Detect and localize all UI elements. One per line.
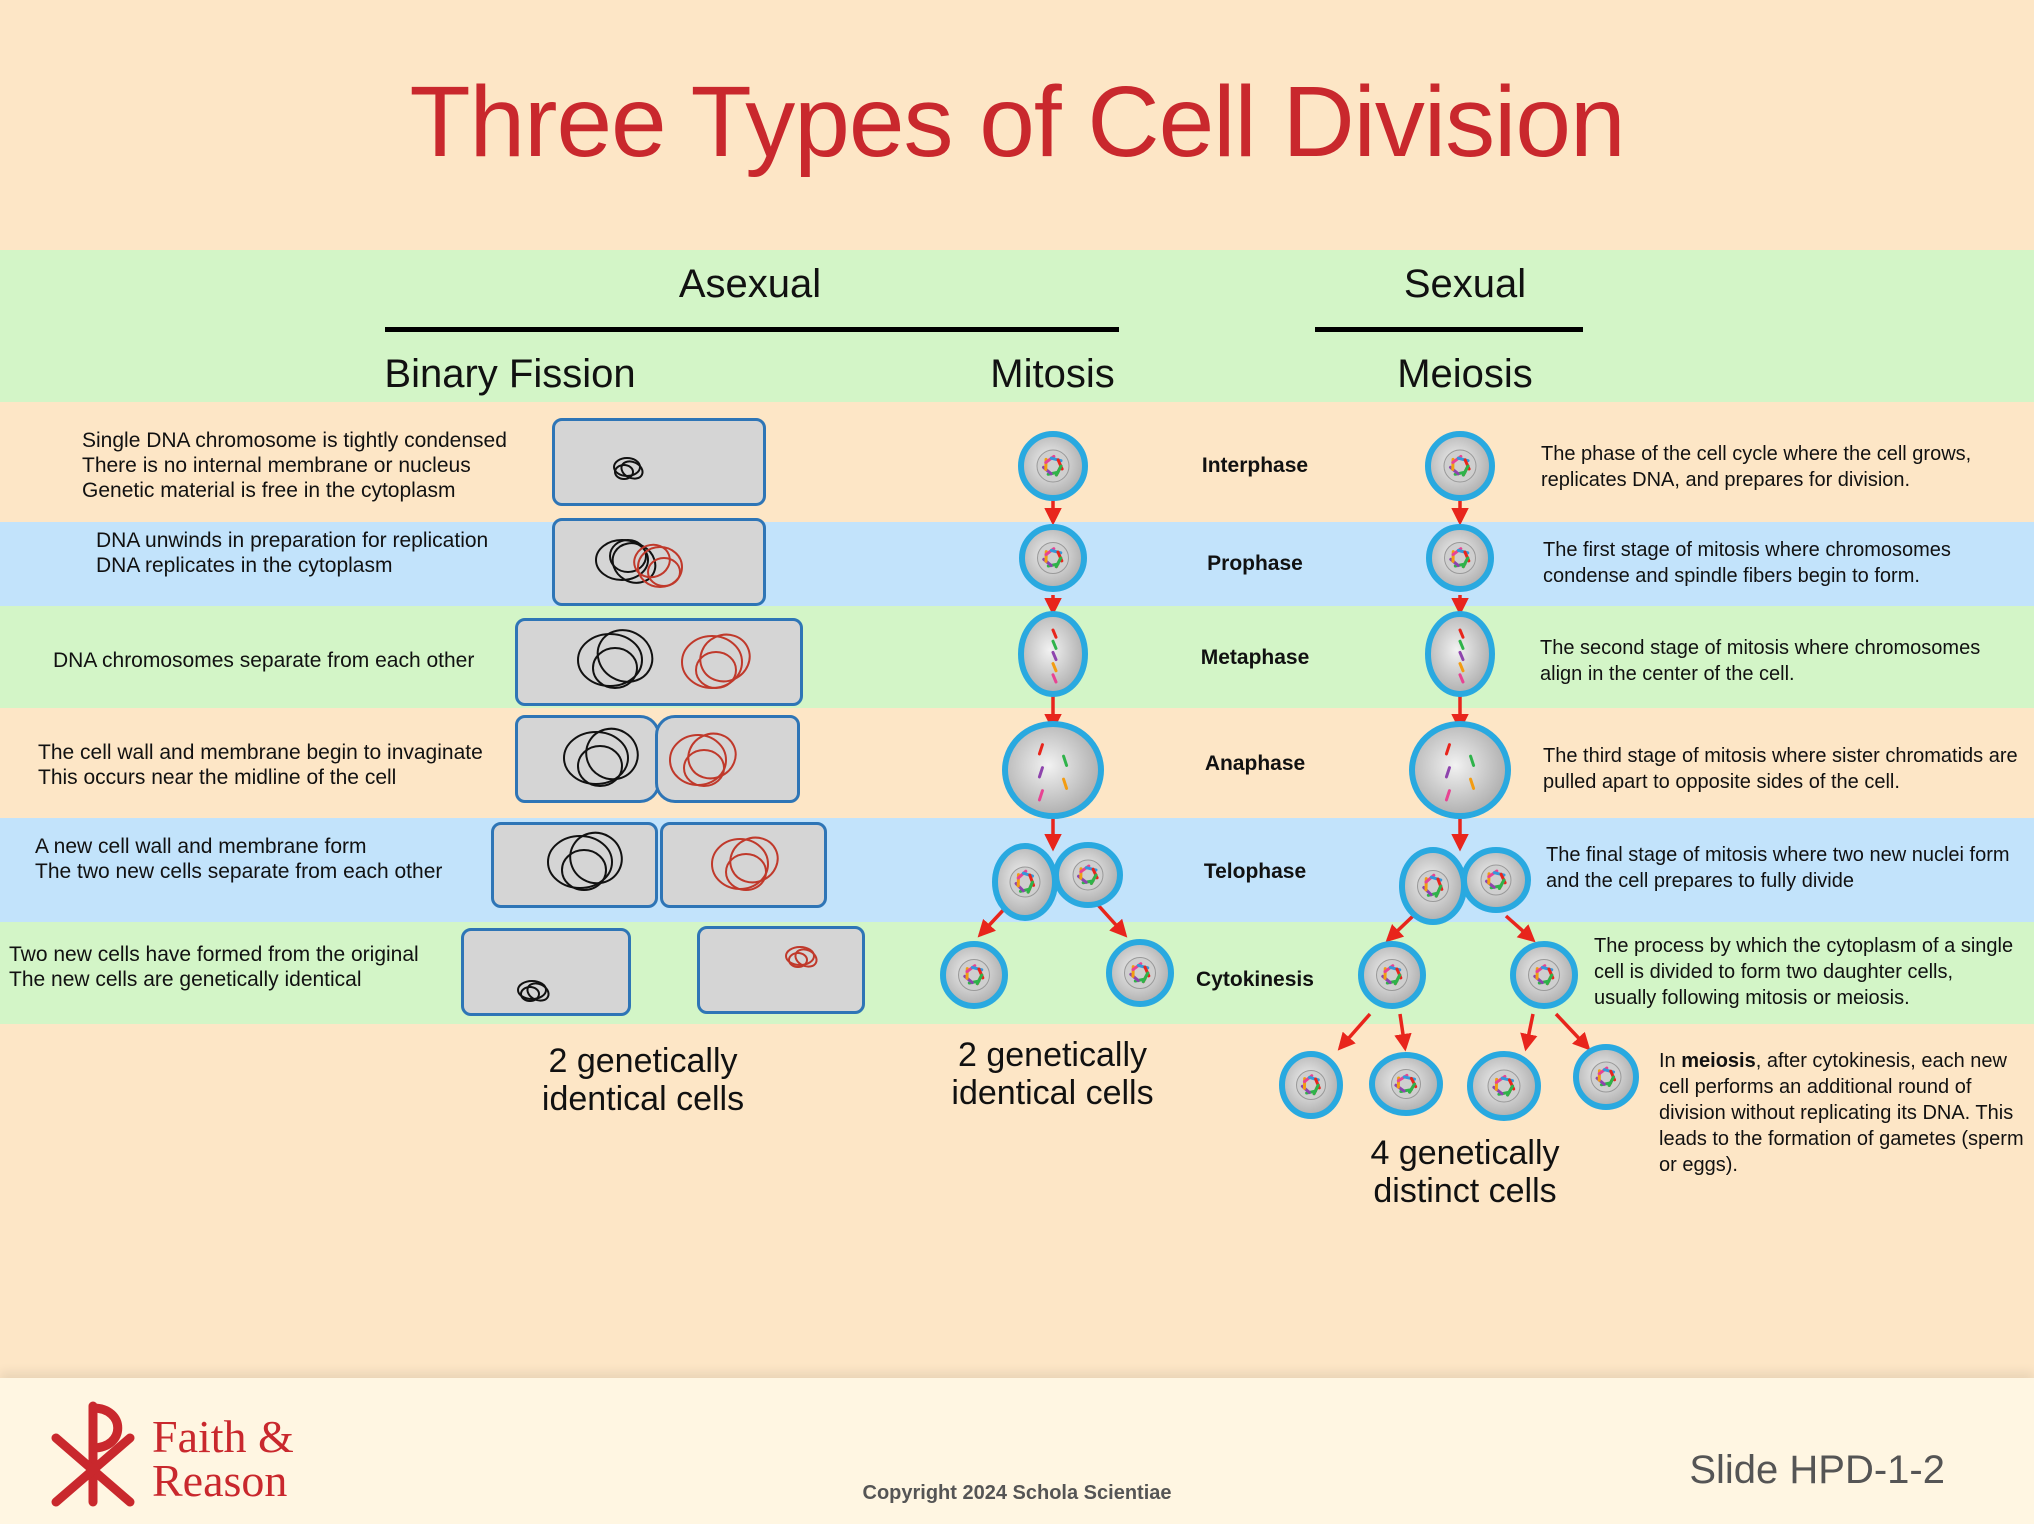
logo-text-line1: Faith & <box>152 1411 294 1462</box>
bacterium-daughter-right <box>697 926 865 1014</box>
mitosis-cell-metaphase <box>1018 611 1088 697</box>
dna-black-icon <box>577 629 654 689</box>
asexual-rule <box>385 327 1119 332</box>
mitosis-cell-interphase <box>1018 431 1088 501</box>
mitosis-cell-daughter-right <box>1106 939 1174 1007</box>
column-title-binary-fission: Binary Fission <box>384 352 636 396</box>
meiosis-note-rest: , after cytokinesis, each new cell perfo… <box>1659 1050 2024 1176</box>
stage-definition-metaphase: The second stage of mitosis where chromo… <box>1540 637 1981 685</box>
column-title-mitosis: Mitosis <box>990 352 1115 396</box>
dna-replicating-icon <box>633 543 683 588</box>
result-meiosis: 4 genetically distinct cells <box>1370 1134 1560 1210</box>
group-label-asexual: Asexual <box>678 262 822 306</box>
stage-definition-interphase: The phase of the cell cycle where the ce… <box>1541 443 1972 491</box>
stage-label-interphase: Interphase <box>1201 454 1309 477</box>
meiosis-gamete-3 <box>1467 1051 1541 1121</box>
binary-fission-desc-5: A new cell wall and membrane form The tw… <box>35 835 443 883</box>
row-band-cytokinesis <box>0 922 2034 1024</box>
bacterium-prophase <box>552 518 766 606</box>
cell-division-diagram <box>940 431 1639 1121</box>
bacterium-telophase-right <box>660 822 827 908</box>
footer: Faith & Reason Copyright 2024 Schola Sci… <box>0 1378 2034 1524</box>
dna-red-icon <box>711 836 779 891</box>
binary-fission-desc-3: DNA chromosomes separate from each other <box>53 649 475 672</box>
dna-red-icon <box>681 633 751 689</box>
bacterial-dna-illustrations <box>517 457 818 1002</box>
mitosis-cell-telophase-left <box>992 843 1058 921</box>
meiosis-cell-daughter-right <box>1510 941 1578 1009</box>
sexual-rule <box>1315 327 1583 332</box>
group-label-sexual: Sexual <box>1403 262 1527 306</box>
binary-fission-desc-6: Two new cells have formed from the origi… <box>9 943 419 991</box>
meiosis-cell-metaphase <box>1425 611 1495 697</box>
mitosis-cell-daughter-left <box>940 941 1008 1009</box>
cells <box>940 431 1639 1121</box>
row-band-metaphase <box>0 606 2034 708</box>
meiosis-cell-prophase <box>1426 524 1494 592</box>
page-title: Three Types of Cell Division <box>409 66 1625 178</box>
header-band <box>0 250 2034 402</box>
meiosis-cell-anaphase <box>1409 721 1511 819</box>
stage-definition-telophase: The final stage of mitosis where two new… <box>1546 844 2010 892</box>
stage-label-cytokinesis: Cytokinesis <box>1196 968 1314 991</box>
bacterium-interphase <box>552 418 766 506</box>
meiosis-cell-telophase-left <box>1399 847 1467 925</box>
logo-text-line2: Reason <box>152 1455 288 1506</box>
bacterium-telophase-left <box>491 822 658 908</box>
stage-label-anaphase: Anaphase <box>1204 752 1306 775</box>
mitosis-cell-prophase <box>1019 524 1087 592</box>
dna-condensed-red-icon <box>785 946 818 968</box>
dna-black-icon <box>547 831 623 891</box>
stage-label-metaphase: Metaphase <box>1200 646 1310 669</box>
stage-label-prophase: Prophase <box>1207 552 1303 575</box>
dna-red-icon <box>669 732 737 787</box>
chi-rho-logo-icon <box>51 1401 135 1507</box>
dna-black-icon <box>563 727 639 787</box>
bacterium-daughter-left <box>461 928 631 1016</box>
meiosis-note: In meiosis, after cytokinesis, each new … <box>1659 1048 2024 1178</box>
result-binary-fission: 2 genetically identical cells <box>541 1042 745 1118</box>
stage-definition-cytokinesis: The process by which the cytoplasm of a … <box>1594 935 2014 1009</box>
meiosis-gamete-1 <box>1279 1051 1343 1119</box>
meiosis-cell-daughter-left <box>1358 941 1426 1009</box>
binary-fission-desc-4: The cell wall and membrane begin to inva… <box>38 741 483 789</box>
row-band-prophase <box>0 522 2034 606</box>
mitosis-cell-telophase-right <box>1053 842 1123 908</box>
dna-condensed-icon <box>517 980 550 1002</box>
mitosis-cell-anaphase <box>1002 721 1104 819</box>
copyright: Copyright 2024 Schola Scientiae <box>862 1482 1172 1504</box>
column-title-meiosis: Meiosis <box>1397 352 1533 396</box>
bacterium-anaphase-right <box>655 715 800 803</box>
meiosis-note-prefix: In <box>1659 1050 1682 1072</box>
meiosis-cell-telophase-right <box>1461 847 1531 913</box>
binary-fission-desc-2: DNA unwinds in preparation for replicati… <box>96 529 489 577</box>
stage-definition-prophase: The first stage of mitosis where chromos… <box>1543 539 1951 587</box>
result-mitosis: 2 genetically identical cells <box>951 1036 1154 1112</box>
slide-id: Slide HPD-1-2 <box>1689 1448 1945 1492</box>
meiosis-gamete-2 <box>1369 1052 1443 1116</box>
binary-fission-desc-1: Single DNA chromosome is tightly condens… <box>82 429 507 502</box>
meiosis-note-bold: meiosis <box>1681 1050 1756 1072</box>
meiosis-gamete-4 <box>1573 1044 1639 1110</box>
bacterium-anaphase-left <box>515 715 660 803</box>
bacterium-metaphase <box>515 618 803 706</box>
meiosis-cell-interphase <box>1425 431 1495 501</box>
dna-condensed-icon <box>613 457 644 480</box>
stage-label-telophase: Telophase <box>1203 860 1307 883</box>
stage-definition-anaphase: The third stage of mitosis where sister … <box>1543 745 2018 793</box>
